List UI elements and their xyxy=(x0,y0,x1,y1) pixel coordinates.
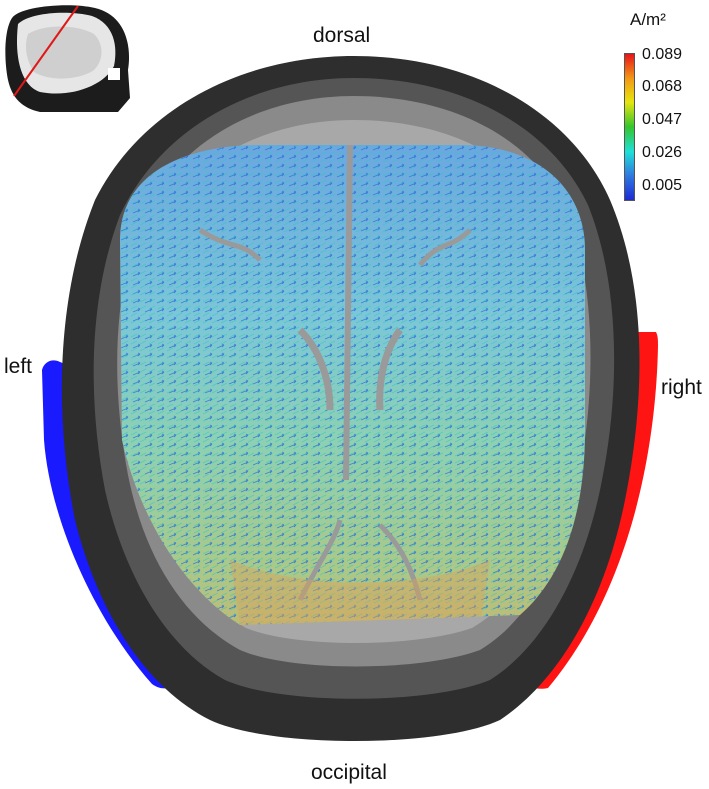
colorbar-tick: 0.026 xyxy=(642,144,683,161)
label-right: right xyxy=(661,376,702,399)
colorbar-tick: 0.047 xyxy=(642,111,683,128)
right-electrode xyxy=(524,332,658,689)
colorbar: A/m² 0.089 0.068 0.047 0.026 0.005 xyxy=(615,10,709,201)
colorbar-tick: 0.089 xyxy=(642,46,683,63)
label-dorsal: dorsal xyxy=(313,24,371,47)
current-density-field xyxy=(120,145,585,625)
inset-section-line xyxy=(13,5,79,97)
colorbar-gradient xyxy=(624,53,635,201)
label-left: left xyxy=(4,355,33,378)
colorbar-tick: 0.005 xyxy=(642,177,683,194)
colorbar-unit: A/m² xyxy=(630,10,666,29)
inset-sagittal-thumbnail xyxy=(5,5,131,112)
label-occipital: occipital xyxy=(311,761,387,784)
colorbar-tick: 0.068 xyxy=(642,78,683,95)
